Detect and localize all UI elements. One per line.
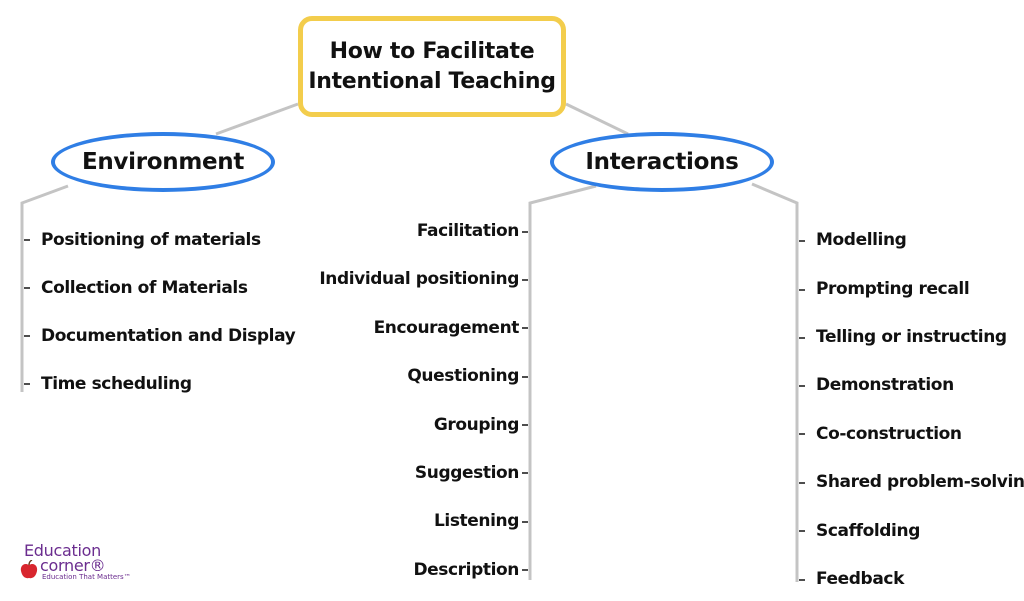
interactions-right-item: Modelling	[816, 230, 907, 250]
interactions-left-item: Encouragement	[373, 318, 520, 338]
environment-branch-label: Environment	[81, 149, 245, 175]
apple-icon	[20, 560, 38, 579]
interactions-branch-label: Interactions	[585, 149, 739, 175]
interactions-right-item: Shared problem-solving	[816, 472, 1024, 492]
environment-item: Positioning of materials	[41, 230, 261, 250]
interactions-right-item: Scaffolding	[816, 521, 920, 541]
root-title-line-2: Intentional Teaching	[308, 68, 556, 94]
interactions-left-item: Questioning	[407, 366, 519, 386]
environment-item: Collection of Materials	[41, 278, 248, 298]
environment-branch-node: Environment	[51, 132, 275, 192]
interactions-left-item: Suggestion	[414, 463, 519, 483]
environment-trunk-line	[20, 184, 69, 392]
interactions-right-item: Feedback	[816, 569, 904, 589]
root-title-line-1: How to Facilitate	[329, 38, 535, 64]
interactions-right-item: Co-construction	[816, 424, 962, 444]
logo-tagline: Education That Matters™	[42, 573, 131, 581]
interactions-left-item: Listening	[433, 511, 519, 531]
root-to-interactions-connector	[565, 102, 629, 136]
interactions-left-item: Grouping	[433, 415, 520, 435]
interactions-right-item: Prompting recall	[816, 279, 970, 299]
interactions-right-trunk-line	[751, 182, 799, 582]
root-topic-box: How to Facilitate Intentional Teaching	[298, 16, 566, 117]
root-to-environment-connector	[215, 102, 299, 136]
logo-text-line-2: corner®	[40, 556, 106, 575]
logo-text-line-1: Education	[24, 541, 101, 560]
environment-item: Documentation and Display	[41, 326, 296, 346]
interactions-left-trunk-line	[528, 184, 597, 580]
interactions-right-item: Telling or instructing	[816, 327, 1007, 347]
interactions-branch-node: Interactions	[550, 132, 774, 192]
interactions-right-item: Demonstration	[816, 375, 954, 395]
interactions-left-item: Description	[413, 560, 519, 580]
environment-item: Time scheduling	[41, 374, 192, 394]
education-corner-logo: Education corner® Education That Matters…	[20, 542, 150, 588]
interactions-left-item: Individual positioning	[319, 269, 519, 289]
interactions-left-item: Facilitation	[416, 221, 520, 241]
